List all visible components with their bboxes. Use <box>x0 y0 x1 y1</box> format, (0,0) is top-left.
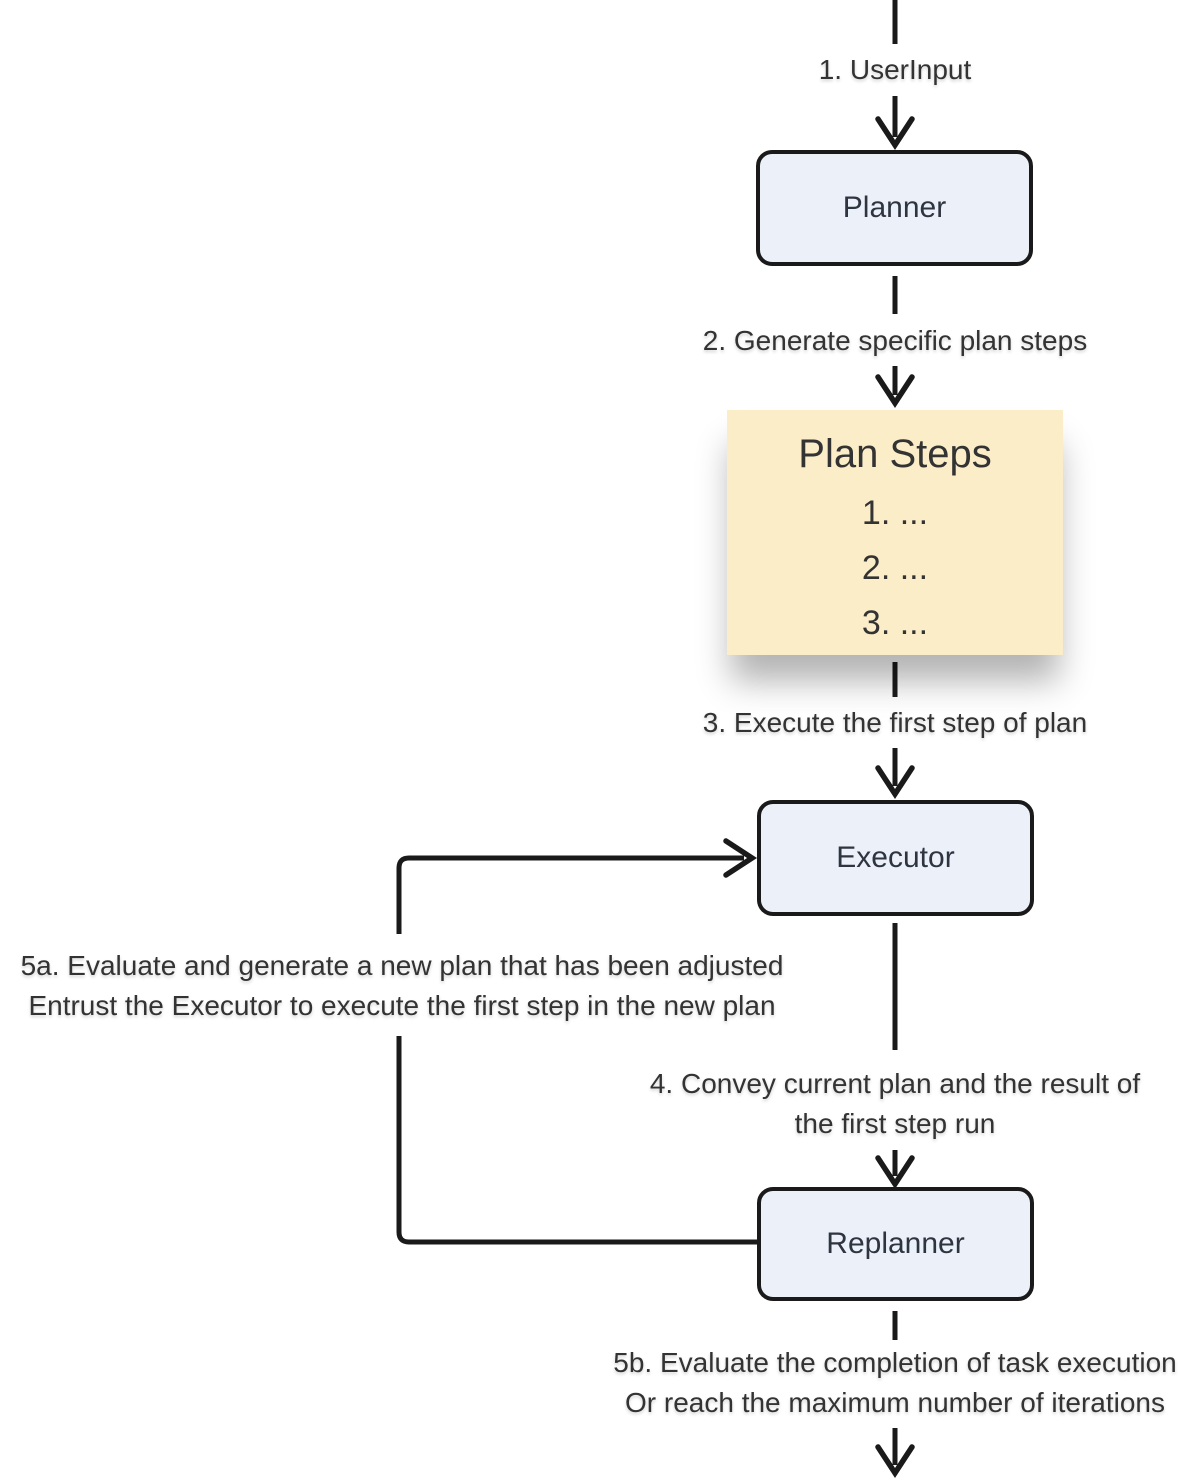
plan-steps-item-2: 2. ... <box>861 549 929 587</box>
plan-steps-title: Plan Steps <box>798 432 992 476</box>
arrowhead-plansteps-icon <box>875 374 915 409</box>
node-planner: Planner <box>756 150 1033 266</box>
loop-upper-segment <box>396 855 744 934</box>
node-executor: Executor <box>757 800 1034 916</box>
edge-label-convey-result-line2: the first step run <box>794 1108 996 1139</box>
edge-label-evaluate-completion-line2: Or reach the maximum number of iteration… <box>625 1387 1165 1418</box>
plan-steps-item-1: 1. ... <box>861 494 929 532</box>
node-executor-label: Executor <box>836 841 955 874</box>
edge-label-replan-loop-line1: 5a. Evaluate and generate a new plan tha… <box>20 950 784 981</box>
edge-label-replan-loop-line2: Entrust the Executor to execute the firs… <box>28 990 776 1021</box>
plan-steps-item-3: 3. ... <box>861 604 929 642</box>
arrowhead-output-icon <box>875 1444 915 1479</box>
arrowhead-replanner-icon <box>875 1155 915 1190</box>
edge-label-execute-first-step: 3. Execute the first step of plan <box>702 707 1088 738</box>
edge-label-evaluate-completion-line1: 5b. Evaluate the completion of task exec… <box>613 1347 1177 1378</box>
arrowhead-executor-icon <box>875 765 915 800</box>
edge-label-convey-result: 4. Convey current plan and the result of… <box>495 1064 1192 1144</box>
edge-label-generate-steps: 2. Generate specific plan steps <box>702 325 1088 356</box>
node-replanner: Replanner <box>757 1187 1034 1301</box>
edge-label-evaluate-completion: 5b. Evaluate the completion of task exec… <box>495 1343 1192 1423</box>
edge-label-userinput: 1. UserInput <box>818 54 972 85</box>
node-replanner-label: Replanner <box>826 1227 965 1260</box>
loop-lower-segment <box>396 1036 757 1245</box>
edge-label-convey-result-line1: 4. Convey current plan and the result of <box>649 1068 1141 1099</box>
arrowhead-loop-icon <box>723 838 758 878</box>
node-planner-label: Planner <box>842 191 947 224</box>
edge-label-replan-loop: 5a. Evaluate and generate a new plan tha… <box>0 946 804 1026</box>
node-plan-steps: Plan Steps 1. ... 2. ... 3. ... <box>727 410 1063 655</box>
arrowhead-planner-icon <box>875 116 915 151</box>
